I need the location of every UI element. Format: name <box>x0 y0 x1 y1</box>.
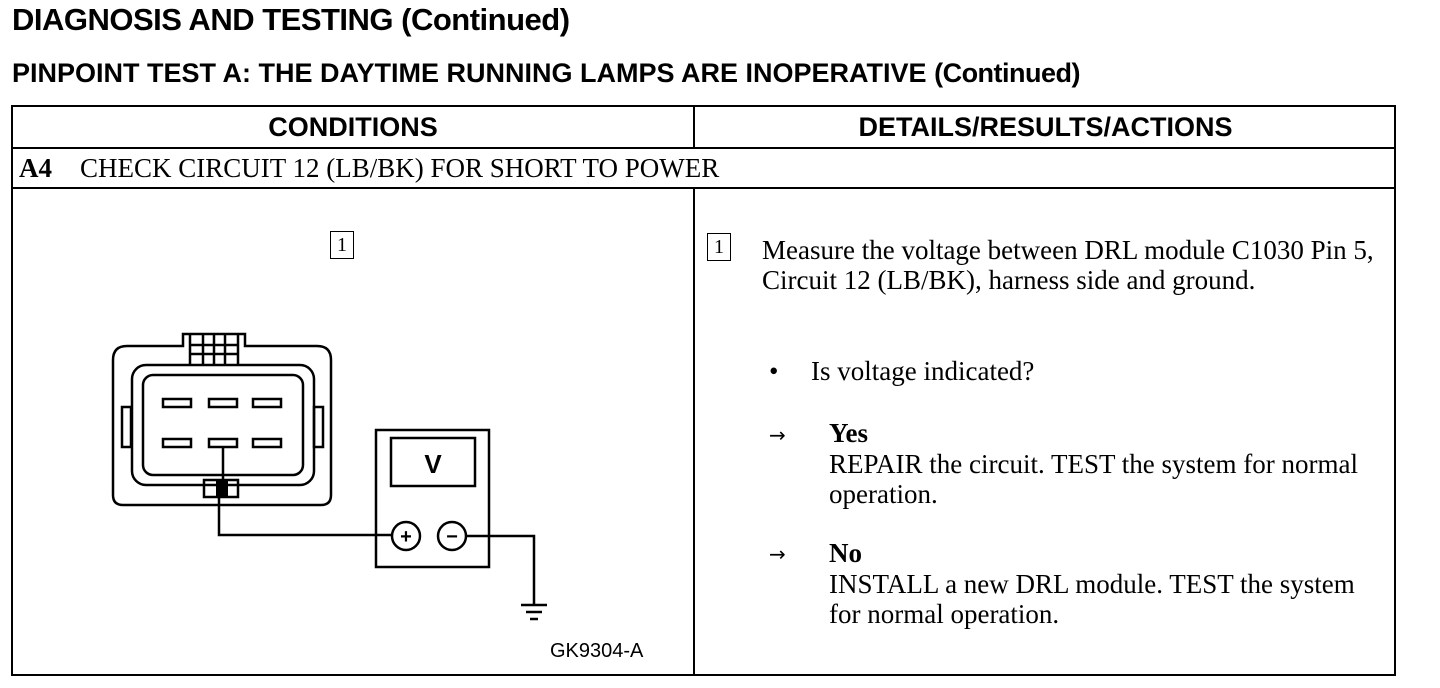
terminal-slot <box>207 397 239 409</box>
connector-left-tab <box>120 405 133 449</box>
bullet-mark: • <box>769 356 779 386</box>
connector-right-tab <box>312 405 325 449</box>
question-item: • Is voltage indicated? <box>769 356 1034 386</box>
test-title-continued: (Continued) <box>934 58 1081 88</box>
terminal-slot <box>251 437 283 449</box>
header-divider <box>13 147 1394 149</box>
step-divider <box>13 187 1394 189</box>
connector-outer-shell <box>111 332 333 507</box>
voltmeter-body <box>374 428 491 569</box>
no-arrow-icon: → <box>769 542 786 566</box>
body-column-divider <box>693 189 695 676</box>
minus-symbol: − <box>446 526 458 548</box>
figure-id: GK9304-A <box>550 640 644 662</box>
yes-label: Yes <box>829 418 868 448</box>
conditions-header: CONDITIONS <box>268 112 438 142</box>
step-id: A4 <box>19 153 52 183</box>
no-action: INSTALL a new DRL module. TEST the syste… <box>829 569 1355 629</box>
diagram-callout: 1 <box>330 231 354 259</box>
details-callout: 1 <box>707 233 731 261</box>
probe-tip <box>216 480 228 497</box>
measure-instruction: Measure the voltage between DRL module C… <box>762 235 1374 295</box>
pinpoint-test-table: CONDITIONS DETAILS/RESULTS/ACTIONS A4 CHE… <box>11 105 1396 676</box>
terminal-slot <box>251 397 283 409</box>
connector-latch <box>188 335 240 365</box>
positive-lead-wire <box>217 497 393 537</box>
plus-symbol: + <box>400 526 412 548</box>
voltmeter-positive-terminal <box>390 520 422 552</box>
negative-lead-wire <box>466 534 536 605</box>
connector-voltmeter-diagram: V + − <box>111 332 547 621</box>
voltmeter-display-text: V <box>424 449 442 479</box>
terminal-slot <box>161 437 193 449</box>
yes-action: REPAIR the circuit. TEST the system for … <box>829 449 1358 509</box>
step-row: A4 CHECK CIRCUIT 12 (LB/BK) FOR SHORT TO … <box>19 149 719 187</box>
column-divider <box>693 107 695 147</box>
test-title: PINPOINT TEST A: THE DAYTIME RUNNING LAM… <box>12 58 1081 89</box>
terminal-slot-pin5 <box>207 437 239 449</box>
step-title: CHECK CIRCUIT 12 (LB/BK) FOR SHORT TO PO… <box>80 153 720 183</box>
test-title-main: PINPOINT TEST A: THE DAYTIME RUNNING LAM… <box>12 58 927 88</box>
voltmeter-display <box>389 436 477 488</box>
question-text: Is voltage indicated? <box>811 356 1035 386</box>
yes-arrow-icon: → <box>769 423 786 447</box>
page-title: DIAGNOSIS AND TESTING (Continued) <box>12 2 570 37</box>
terminal-slot <box>161 397 193 409</box>
details-header: DETAILS/RESULTS/ACTIONS <box>858 112 1233 142</box>
no-label: No <box>829 538 862 568</box>
